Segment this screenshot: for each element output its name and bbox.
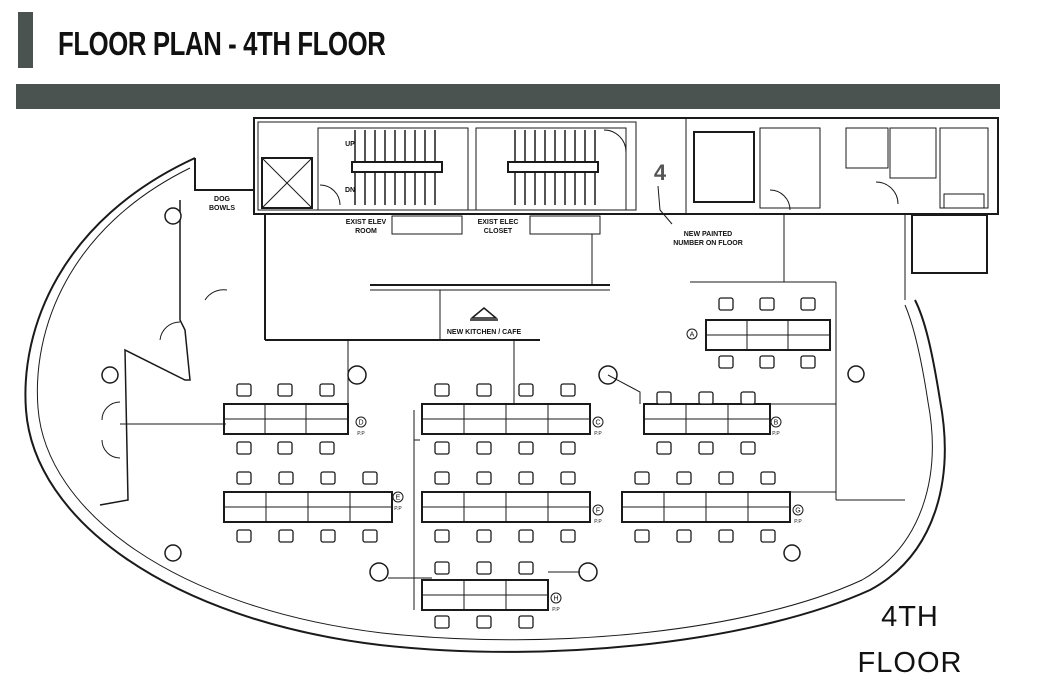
group-letter-e: E	[396, 495, 401, 502]
group-note-g: P.P	[794, 519, 802, 525]
workstation-cluster-d	[223, 403, 349, 435]
workstation-cluster-f	[421, 491, 591, 523]
group-letter-d: D	[358, 420, 363, 427]
workstation-cluster-e	[223, 491, 393, 523]
group-note-c: P.P	[594, 431, 602, 437]
group-marker-c	[592, 416, 604, 428]
column	[164, 207, 182, 225]
title-accent-bar	[18, 12, 33, 68]
kitchen-label: NEW KITCHEN / CAFE	[447, 329, 522, 336]
workstation-cluster-b	[643, 403, 771, 435]
painted-number-label: NUMBER ON FLOOR	[673, 240, 743, 247]
column	[164, 544, 182, 562]
group-letter-b: B	[774, 420, 779, 427]
workstation-cluster-a	[705, 319, 831, 351]
group-note-b: P.P	[772, 431, 780, 437]
column	[783, 544, 801, 562]
page-title: FLOOR PLAN - 4TH FLOOR	[58, 25, 386, 62]
stair-up-label: UP	[345, 141, 355, 148]
group-letter-h: H	[553, 596, 558, 603]
header-band	[16, 84, 1000, 109]
group-letter-a: A	[690, 332, 695, 339]
group-letter-f: F	[596, 508, 600, 515]
kitchen-icon	[469, 307, 499, 319]
chairs	[236, 297, 816, 629]
group-letter-c: C	[595, 420, 600, 427]
elec-closet-label: EXIST ELEC	[478, 219, 519, 226]
column	[101, 366, 119, 384]
elev-room-label: ROOM	[355, 228, 377, 235]
group-marker-e	[392, 491, 404, 503]
column	[347, 365, 367, 385]
painted-number: 4	[654, 160, 667, 185]
group-marker-a	[686, 328, 698, 340]
floor-plan: ABP.PCP.PDP.PEP.PFP.PGP.PHP.P DOG BOWLS …	[24, 117, 999, 653]
floor-label-line2: FLOOR	[857, 647, 963, 679]
group-note-h: P.P	[552, 607, 560, 613]
floor-label-line1: 4TH	[881, 601, 939, 633]
floor-label: 4TH FLOOR	[840, 594, 980, 686]
group-note-f: P.P	[594, 519, 602, 525]
column	[847, 365, 865, 383]
column	[369, 562, 389, 582]
workstation-cluster-h	[421, 579, 549, 611]
dog-bowls-label: BOWLS	[209, 205, 235, 212]
group-note-d: P.P	[357, 431, 365, 437]
stair-dn-label: DN	[345, 187, 355, 194]
group-marker-h	[550, 592, 562, 604]
elev-room-label: EXIST ELEV	[346, 219, 387, 226]
group-marker-d	[355, 416, 367, 428]
group-marker-f	[592, 504, 604, 516]
group-letter-g: G	[795, 508, 800, 515]
group-marker-b	[770, 416, 782, 428]
group-note-e: P.P	[394, 506, 402, 512]
building-outline	[24, 157, 946, 653]
elec-closet-label: CLOSET	[484, 228, 513, 235]
painted-number-label: NEW PAINTED	[684, 231, 732, 238]
building-outline-inner	[36, 167, 933, 641]
workstation-cluster-c	[421, 403, 591, 435]
workstation-cluster-g	[621, 491, 791, 523]
dog-bowls-label: DOG	[214, 196, 231, 203]
group-marker-g	[792, 504, 804, 516]
column	[578, 562, 598, 582]
